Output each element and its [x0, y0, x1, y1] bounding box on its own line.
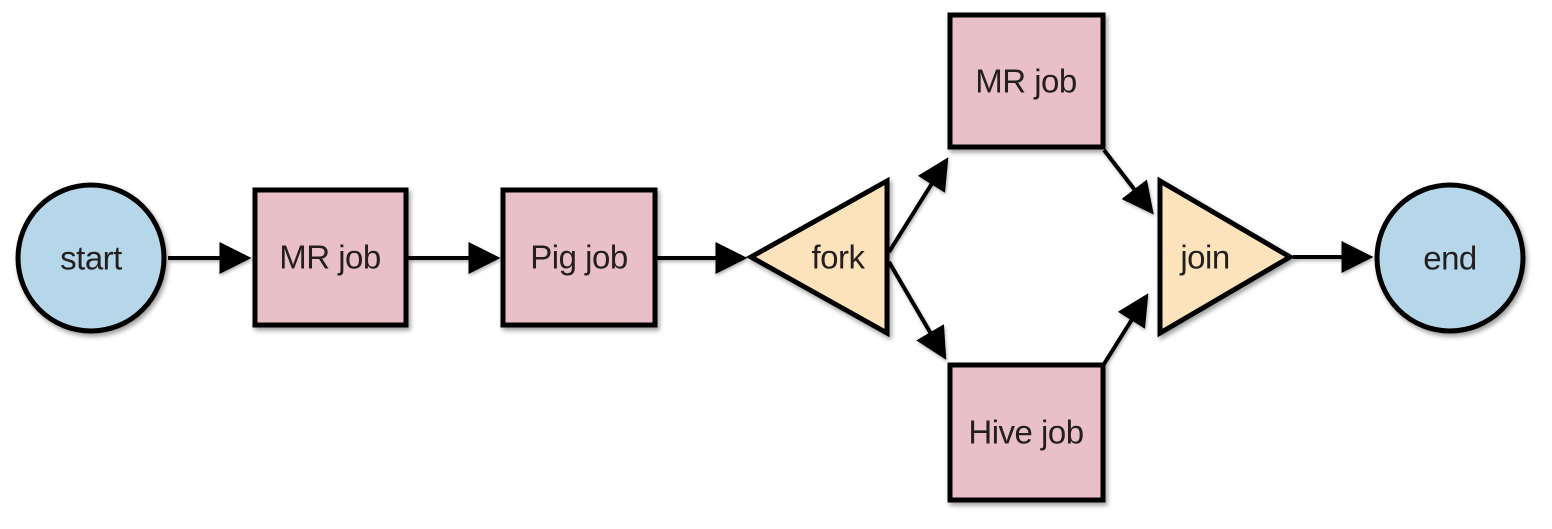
node-mr-job-1: MR job: [252, 187, 409, 328]
mr-job-2-label: MR job: [975, 63, 1077, 100]
node-start: start: [15, 182, 167, 334]
edge-fork-to-mr-job-2: [887, 157, 949, 254]
node-fork: fork: [745, 176, 890, 338]
pig-job-label: Pig job: [530, 239, 627, 276]
fork-triangle: [745, 176, 890, 338]
mr-job-1-label: MR job: [279, 239, 381, 276]
start-label: start: [60, 240, 122, 277]
node-hive-job: Hive job: [947, 362, 1106, 503]
pig-job-box: [500, 187, 658, 328]
end-circle: [1374, 182, 1526, 334]
mr-job-1-box: [252, 187, 409, 328]
edges-layer: [168, 148, 1374, 366]
node-pig-job: Pig job: [500, 187, 658, 328]
start-circle: [15, 182, 167, 334]
edge-fork-to-hive-job: [887, 260, 947, 360]
edge-hive-job-to-join: [1102, 293, 1149, 366]
mr-job-2-box: [947, 12, 1106, 150]
node-join: join: [1157, 176, 1295, 338]
join-triangle: [1157, 176, 1295, 338]
hive-job-box: [947, 362, 1106, 503]
node-mr-job-2: MR job: [947, 12, 1106, 150]
edge-mr-job-2-to-join: [1102, 148, 1154, 215]
join-label: join: [1179, 239, 1229, 276]
end-label: end: [1423, 240, 1477, 277]
hive-job-label: Hive job: [968, 414, 1083, 451]
node-end: end: [1374, 182, 1526, 334]
fork-label: fork: [811, 239, 865, 276]
